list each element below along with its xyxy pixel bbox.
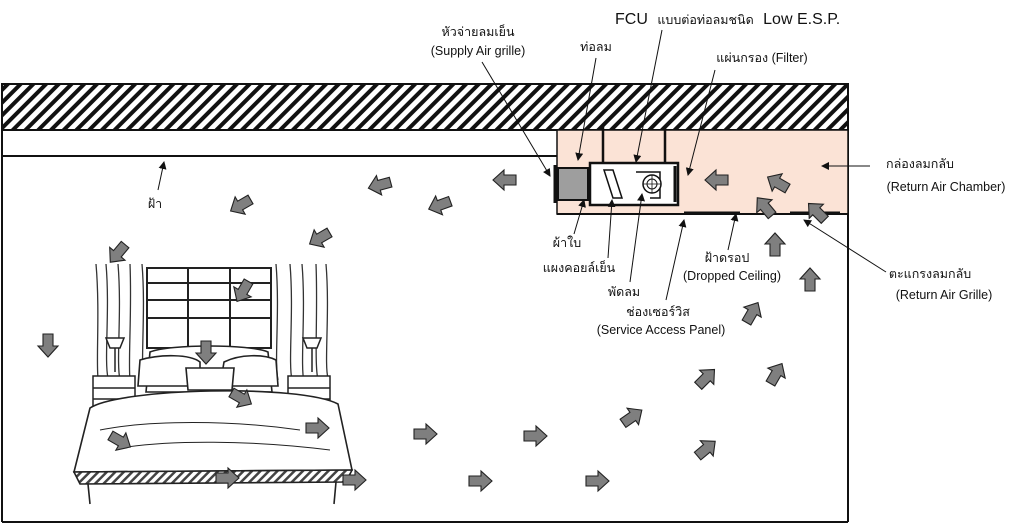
flow-arrow-icon xyxy=(690,361,723,394)
leader-lines xyxy=(157,29,887,301)
cooling-coil xyxy=(602,169,624,199)
flow-arrow-icon xyxy=(737,297,768,329)
label-return-grille-th: ตะแกรงลมกลับ xyxy=(889,267,971,281)
flow-arrow-icon xyxy=(304,223,336,254)
label-return-grille-en: (Return Air Grille) xyxy=(896,288,993,302)
dropped-ceiling xyxy=(557,211,848,215)
label-blade: ผ้าใบ xyxy=(553,236,581,250)
window-with-curtains xyxy=(95,263,329,383)
label-service-panel-en: (Service Access Panel) xyxy=(597,323,726,337)
flow-arrow-icon xyxy=(468,470,493,492)
label-duct: ท่อลม xyxy=(580,40,612,54)
label-supply-grille-en: (Supply Air grille) xyxy=(431,44,525,58)
title-thai: แบบต่อท่อลมชนิด xyxy=(657,13,753,27)
flow-arrow-icon xyxy=(764,232,786,257)
flow-arrow-icon xyxy=(365,171,394,199)
concrete-slab xyxy=(1,83,849,131)
flow-arrow-icon xyxy=(585,470,610,492)
curtain-left xyxy=(95,263,145,383)
flow-arrow-icon xyxy=(492,169,517,191)
flow-arrow-icon xyxy=(761,358,792,390)
title-prefix: FCU xyxy=(615,11,648,28)
label-dropped-ceiling-en: (Dropped Ceiling) xyxy=(683,269,781,283)
flow-arrow-icon xyxy=(799,267,821,292)
fcu-unit xyxy=(588,126,680,207)
label-cooling-coil: แผงคอยล์เย็น xyxy=(543,260,616,275)
flow-arrow-icon xyxy=(690,433,723,465)
label-filter: แผ่นกรอง (Filter) xyxy=(716,51,807,65)
label-supply-grille-th: หัวจ่ายลมเย็น xyxy=(442,24,515,39)
flow-arrow-icon xyxy=(413,423,438,445)
bed-illustration xyxy=(72,345,354,505)
label-dropped-ceiling-th: ฝ้าดรอป xyxy=(705,251,750,265)
supply-air-grille xyxy=(553,165,589,203)
flow-arrow-icon xyxy=(616,401,649,433)
flow-arrow-icon xyxy=(424,191,455,220)
label-ceiling: ฝ้า xyxy=(148,197,162,211)
curtain-right xyxy=(275,263,329,383)
blower-fan-icon xyxy=(636,171,662,199)
label-fan: พัดลม xyxy=(608,285,640,299)
label-return-chamber-th: กล่องลมกลับ xyxy=(886,157,954,171)
label-service-panel-th: ช่องเซอร์วิส xyxy=(626,305,690,319)
svg-text:FCU แบบต่อท่อลมชนิด: FCU แบบต่อท่อลมชนิด Low E.S.P. xyxy=(615,11,840,28)
flow-arrow-icon xyxy=(523,425,548,447)
label-return-chamber-en: (Return Air Chamber) xyxy=(887,180,1006,194)
title-suffix: Low E.S.P. xyxy=(763,11,840,28)
flow-arrow-icon xyxy=(225,190,257,221)
title: FCU แบบต่อท่อลมชนิด Low E.S.P. xyxy=(615,11,840,28)
flow-arrow-icon xyxy=(37,333,59,358)
